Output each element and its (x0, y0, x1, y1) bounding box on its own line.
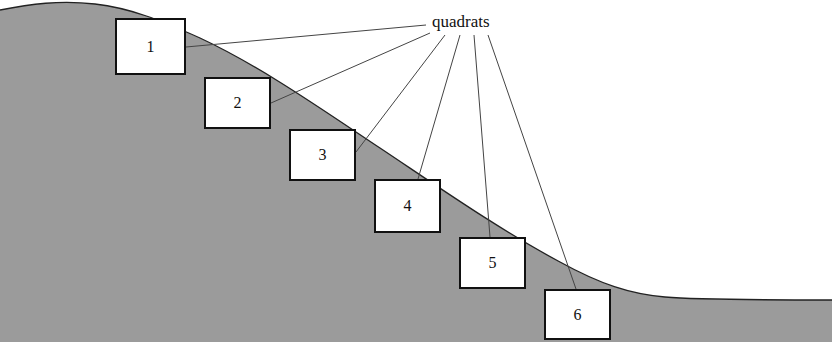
quadrat-box: 4 (374, 179, 441, 233)
quadrat-label: quadrats (430, 12, 492, 32)
quadrat-number: 1 (147, 38, 155, 56)
quadrat-number: 6 (574, 306, 582, 324)
quadrat-box: 6 (544, 289, 611, 340)
quadrat-number: 3 (319, 146, 327, 164)
quadrat-box: 1 (115, 18, 186, 75)
quadrat-box: 5 (459, 237, 526, 289)
quadrat-number: 4 (404, 197, 412, 215)
slope-outline (0, 2, 832, 300)
quadrat-number: 5 (489, 254, 497, 272)
leader-lines (186, 25, 576, 289)
quadrat-box: 2 (204, 77, 271, 129)
quadrat-box: 3 (289, 129, 356, 181)
quadrat-number: 2 (234, 94, 242, 112)
